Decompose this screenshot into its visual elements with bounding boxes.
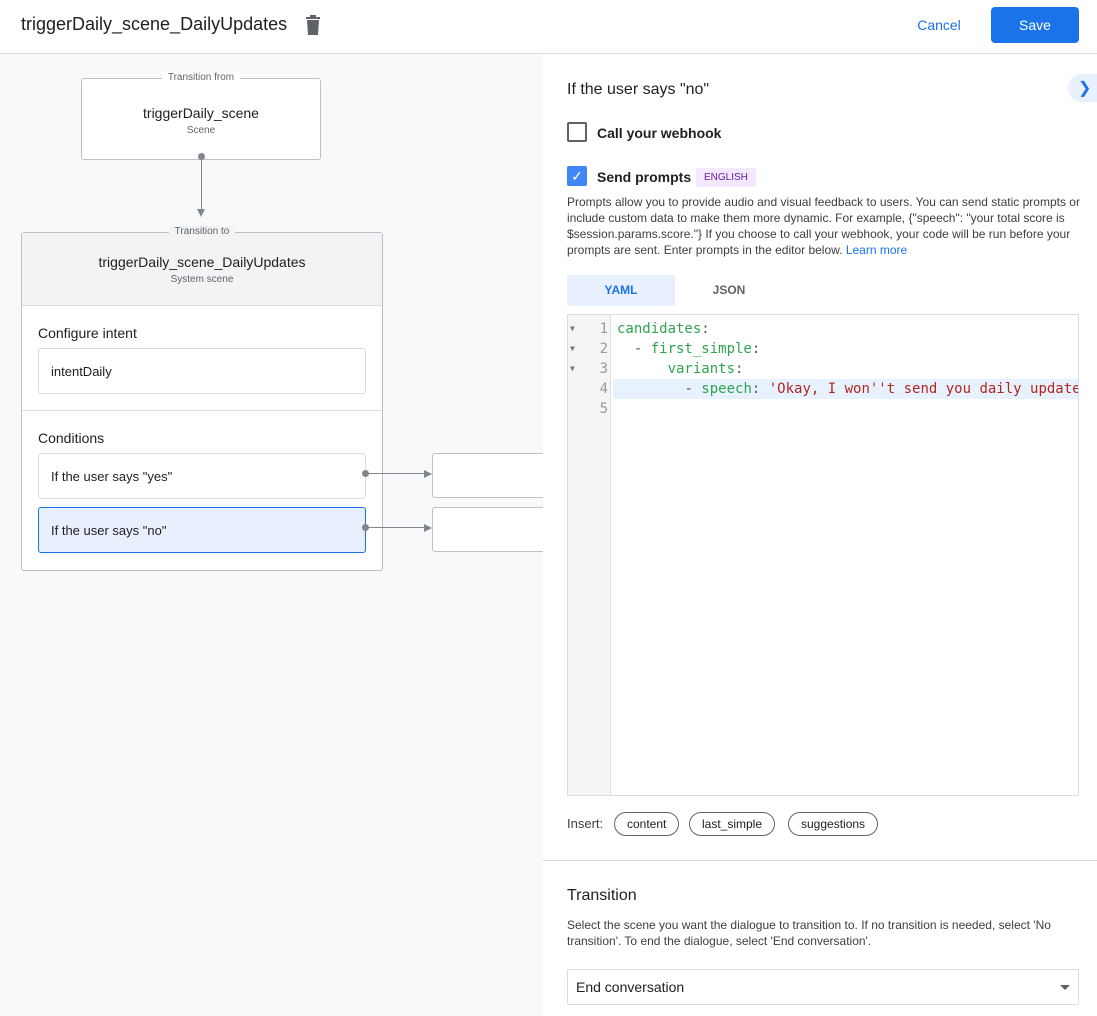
dropdown-caret-icon xyxy=(1060,985,1070,990)
chip-content[interactable]: content xyxy=(614,812,680,836)
arrow-right-icon xyxy=(424,470,432,478)
arrow-down-icon xyxy=(197,209,205,217)
node-title: triggerDaily_scene xyxy=(143,105,259,121)
save-button[interactable]: Save xyxy=(991,7,1079,43)
arrow-right-icon xyxy=(424,524,432,532)
transition-description: Select the scene you want the dialogue t… xyxy=(567,918,1051,948)
cancel-button[interactable]: Cancel xyxy=(905,8,973,42)
send-prompts-checkbox[interactable]: ✓ xyxy=(567,166,587,186)
delete-icon[interactable] xyxy=(305,15,321,35)
node-label: Transition from xyxy=(161,72,241,83)
intent-field[interactable]: intentDaily xyxy=(38,348,366,394)
learn-more-link[interactable]: Learn more xyxy=(845,243,908,257)
connector-dot xyxy=(198,153,205,160)
flow-canvas: Transition from triggerDaily_scene Scene… xyxy=(0,54,552,1016)
target-node-no[interactable] xyxy=(432,507,552,552)
tab-json[interactable]: JSON xyxy=(712,283,746,297)
fold-icon[interactable]: ▼ xyxy=(570,324,575,333)
divider xyxy=(543,860,1097,861)
transition-from-node[interactable]: Transition from triggerDaily_scene Scene xyxy=(81,72,321,160)
chevron-right-icon[interactable]: ❯ xyxy=(1068,74,1097,102)
language-badge: ENGLISH xyxy=(696,168,756,187)
condition-yes[interactable]: If the user says "yes" xyxy=(38,453,366,499)
transition-heading: Transition xyxy=(567,887,637,904)
fold-icon[interactable]: ▼ xyxy=(570,364,575,373)
target-node-yes[interactable] xyxy=(432,453,552,498)
conditions-heading: Conditions xyxy=(38,430,105,446)
condition-no[interactable]: If the user says "no" xyxy=(38,507,366,553)
node-subtitle: System scene xyxy=(170,274,234,285)
condition-panel: If the user says "no" ❯ Call your webhoo… xyxy=(543,54,1097,1016)
transition-select[interactable]: End conversation xyxy=(567,969,1079,1005)
connector-dot xyxy=(362,524,369,531)
node-title: triggerDaily_scene_DailyUpdates xyxy=(98,254,306,270)
connector-line xyxy=(201,157,202,211)
node-subtitle: Scene xyxy=(186,125,216,136)
insert-label: Insert: xyxy=(567,816,604,831)
webhook-label: Call your webhook xyxy=(597,125,722,141)
chip-last-simple[interactable]: last_simple xyxy=(689,812,776,836)
panel-title: If the user says "no" xyxy=(567,81,710,98)
header: triggerDaily_scene_DailyUpdates Cancel S… xyxy=(0,0,1097,54)
transition-to-node: Transition to triggerDaily_scene_DailyUp… xyxy=(21,226,383,571)
connector-line xyxy=(366,473,426,474)
tab-yaml[interactable]: YAML xyxy=(567,275,675,306)
configure-intent-heading: Configure intent xyxy=(38,325,137,341)
fold-icon[interactable]: ▼ xyxy=(570,344,575,353)
webhook-checkbox[interactable] xyxy=(567,122,587,142)
send-prompts-label: Send prompts xyxy=(597,169,692,185)
page-title: triggerDaily_scene_DailyUpdates xyxy=(21,14,288,34)
node-label: Transition to xyxy=(168,226,236,237)
connector-dot xyxy=(362,470,369,477)
prompts-description: Prompts allow you to provide audio and v… xyxy=(567,195,1080,257)
connector-line xyxy=(366,527,426,528)
chip-suggestions[interactable]: suggestions xyxy=(788,812,879,836)
